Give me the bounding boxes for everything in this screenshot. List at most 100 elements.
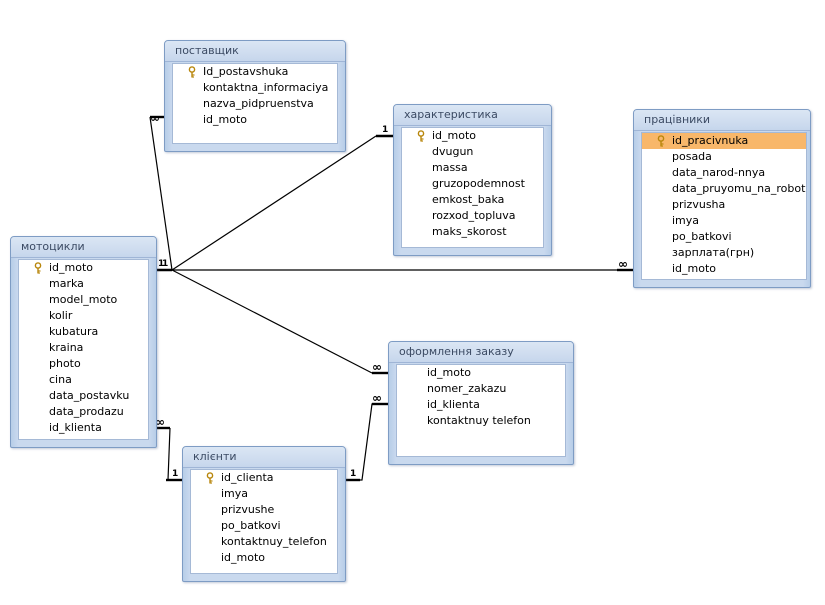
field-row[interactable]: id_moto <box>19 260 148 276</box>
field-name: po_batkovi <box>221 519 281 532</box>
field-row[interactable]: marka <box>19 276 148 292</box>
field-row[interactable]: id_moto <box>642 261 806 277</box>
field-row[interactable]: emkost_baka <box>402 192 543 208</box>
field-name: kraina <box>49 341 84 354</box>
field-row-selected[interactable]: id_pracivnuka <box>642 133 806 149</box>
field-row[interactable]: kontaktnuy_telefon <box>191 534 337 550</box>
field-name: id_pracivnuka <box>672 134 749 147</box>
field-name: id_moto <box>427 366 472 379</box>
field-row[interactable]: po_batkovi <box>642 229 806 245</box>
field-row[interactable]: data_pruyomu_na_robotu <box>642 181 806 197</box>
field-row[interactable]: imya <box>191 486 337 502</box>
field-row[interactable]: Id_postavshuka <box>173 64 337 80</box>
field-row[interactable]: kontaktnuy telefon <box>397 413 565 429</box>
table-mototsykly[interactable]: мотоцикли id_moto marka model_moto kolir… <box>10 236 157 448</box>
field-name: kubatura <box>49 325 99 338</box>
primary-key-icon <box>417 130 425 142</box>
field-row[interactable]: gruzopodemnost <box>402 176 543 192</box>
field-row[interactable]: photo <box>19 356 148 372</box>
field-row[interactable]: cina <box>19 372 148 388</box>
field-row[interactable]: prizvusha <box>642 197 806 213</box>
table-oformlennya-zakazu[interactable]: оформлення заказу id_moto nomer_zakazu i… <box>388 341 574 465</box>
field-row[interactable]: nomer_zakazu <box>397 381 565 397</box>
field-row[interactable]: data_postavku <box>19 388 148 404</box>
field-row[interactable]: model_moto <box>19 292 148 308</box>
field-name: kontaktna_informaciya <box>203 81 329 94</box>
relationship-klienty-oformlennya[interactable]: 1 ∞ <box>344 391 388 482</box>
relationship-moto-pratsivnyky[interactable]: ∞ <box>172 257 633 272</box>
field-name: id_clienta <box>221 471 274 484</box>
field-name: kontaktnuy telefon <box>427 414 531 427</box>
many-label: ∞ <box>618 257 628 271</box>
one-label: 1 <box>382 125 388 135</box>
field-row[interactable]: kontaktna_informaciya <box>173 80 337 96</box>
field-name: id_klienta <box>49 421 102 434</box>
table-title[interactable]: мотоцикли <box>11 237 156 258</box>
field-list: Id_postavshuka kontaktna_informaciya naz… <box>172 63 338 144</box>
relationship-klienty-moto[interactable]: ∞ 1 <box>155 415 182 482</box>
field-name: id_moto <box>432 129 477 142</box>
field-row[interactable]: id_moto <box>397 365 565 381</box>
relationship-moto-oformlennya[interactable]: ∞ <box>171 269 388 375</box>
field-name: cina <box>49 373 72 386</box>
field-row[interactable]: nazva_pidpruenstva <box>173 96 337 112</box>
table-title[interactable]: характеристика <box>394 105 551 126</box>
many-label: ∞ <box>372 360 382 374</box>
table-title[interactable]: оформлення заказу <box>389 342 573 363</box>
field-row[interactable]: id_moto <box>191 550 337 566</box>
one-label: 1 <box>158 259 164 269</box>
table-pratsivnyky[interactable]: працівники id_pracivnuka posada data_nar… <box>633 109 811 288</box>
field-name: imya <box>672 214 700 227</box>
field-row[interactable]: id_moto <box>173 112 337 128</box>
one-label: 1 <box>162 259 168 269</box>
field-row[interactable]: po_batkovi <box>191 518 337 534</box>
field-row[interactable]: data_prodazu <box>19 404 148 420</box>
field-name: massa <box>432 161 468 174</box>
field-row[interactable]: зарплата(грн) <box>642 245 806 261</box>
field-row[interactable]: id_klienta <box>19 420 148 436</box>
field-name: prizvushe <box>221 503 275 516</box>
field-row[interactable]: id_klienta <box>397 397 565 413</box>
many-label: ∞ <box>372 391 382 405</box>
field-name: marka <box>49 277 84 290</box>
field-row[interactable]: prizvushe <box>191 502 337 518</box>
table-postavshchik[interactable]: поставщик Id_postavshuka kontaktna_infor… <box>164 40 346 152</box>
field-name: data_pruyomu_na_robotu <box>672 182 807 195</box>
table-title[interactable]: поставщик <box>165 41 345 62</box>
field-list: id_clienta imya prizvushe po_batkovi kon… <box>190 469 338 574</box>
field-list: id_moto dvugun massa gruzopodemnost emko… <box>401 127 544 248</box>
field-name: imya <box>221 487 249 500</box>
primary-key-icon <box>657 135 665 147</box>
field-row[interactable]: maks_skorost <box>402 224 543 240</box>
field-name: dvugun <box>432 145 474 158</box>
table-title[interactable]: клієнти <box>183 447 345 468</box>
field-name: kolir <box>49 309 73 322</box>
field-list: id_pracivnuka posada data_narod-nnya dat… <box>641 132 807 280</box>
field-name: model_moto <box>49 293 118 306</box>
field-row[interactable]: id_moto <box>402 128 543 144</box>
primary-key-icon <box>206 472 214 484</box>
field-name: data_prodazu <box>49 405 124 418</box>
field-row[interactable]: rozxod_topluva <box>402 208 543 224</box>
field-name: maks_skorost <box>432 225 507 238</box>
table-kharakteristika[interactable]: характеристика id_moto dvugun massa gruz… <box>393 104 552 256</box>
field-row[interactable]: kraina <box>19 340 148 356</box>
field-row[interactable]: massa <box>402 160 543 176</box>
field-list: id_moto nomer_zakazu id_klienta kontaktn… <box>396 364 566 457</box>
field-row[interactable]: posada <box>642 149 806 165</box>
field-row[interactable]: dvugun <box>402 144 543 160</box>
field-name: nazva_pidpruenstva <box>203 97 314 110</box>
field-name: зарплата(грн) <box>672 246 755 259</box>
table-title[interactable]: працівники <box>634 110 810 131</box>
field-row[interactable]: kolir <box>19 308 148 324</box>
field-row[interactable]: id_clienta <box>191 470 337 486</box>
table-klienty[interactable]: клієнти id_clienta imya prizvushe po_bat… <box>182 446 346 582</box>
field-row[interactable]: imya <box>642 213 806 229</box>
field-name: id_moto <box>221 551 266 564</box>
many-label: ∞ <box>150 111 160 125</box>
field-row[interactable]: kubatura <box>19 324 148 340</box>
field-name: id_moto <box>672 262 717 275</box>
field-row[interactable]: data_narod-nnya <box>642 165 806 181</box>
field-name: Id_postavshuka <box>203 65 289 78</box>
